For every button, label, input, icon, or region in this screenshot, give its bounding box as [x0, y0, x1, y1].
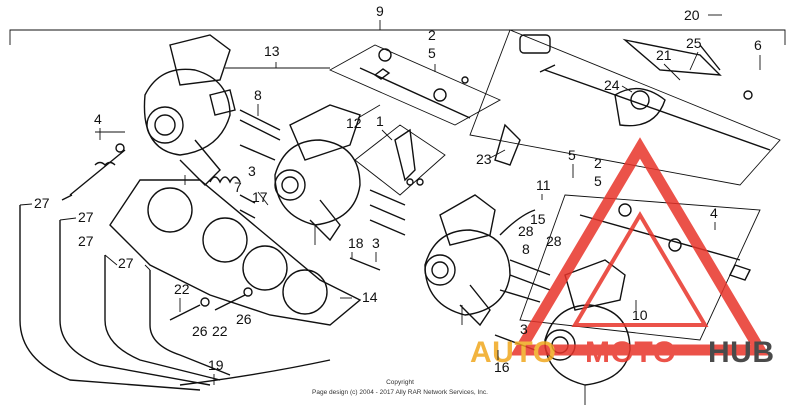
- vent-hoses: [19, 205, 331, 391]
- carburetor-1: [143, 34, 236, 186]
- callout-5: 5: [568, 147, 576, 163]
- callout-7: 7: [234, 179, 242, 195]
- callout-3: 3: [248, 163, 256, 179]
- callout-25: 25: [686, 35, 702, 51]
- callout-3: 3: [372, 235, 380, 251]
- callout-28: 28: [518, 223, 534, 239]
- watermark-text-auto: AUTO: [470, 336, 556, 369]
- callout-1: 1: [376, 113, 384, 129]
- bracket-group-center: [354, 124, 446, 196]
- link-bar-group-right: [519, 194, 761, 341]
- callout-12: 12: [346, 115, 362, 131]
- callout-6: 6: [754, 37, 762, 53]
- callout-19: 19: [208, 357, 224, 373]
- callout-5: 5: [428, 45, 436, 61]
- callout-9: 9: [376, 3, 384, 19]
- callout-11: 11: [536, 177, 551, 193]
- callout-27: 27: [78, 209, 94, 225]
- watermark-text-moto: MOTO: [585, 336, 676, 369]
- callout-18: 18: [348, 235, 364, 251]
- callout-13: 13: [264, 43, 280, 59]
- callout-27: 27: [34, 195, 50, 211]
- callout-8: 8: [254, 87, 262, 103]
- bolts-22-26: [169, 287, 253, 321]
- callout-20: 20: [684, 7, 700, 23]
- callout-28: 28: [546, 233, 562, 249]
- callout-27: 27: [78, 233, 94, 249]
- callout-26: 26: [192, 323, 208, 339]
- callout-4: 4: [94, 111, 102, 127]
- callout-labels: 9 20 2 5 13 21 25 6 24 8 12 1 4 23 5 3 7…: [19, 3, 762, 385]
- copyright-title: Copyright: [386, 379, 414, 386]
- callout-23: 23: [476, 151, 492, 167]
- callout-16: 16: [494, 359, 510, 375]
- callout-2: 2: [594, 155, 602, 171]
- callout-8: 8: [522, 241, 530, 257]
- carburetor-2: [274, 104, 361, 245]
- link-bar-group-top: [328, 44, 502, 126]
- callout-10: 10: [632, 307, 648, 323]
- callout-22: 22: [212, 323, 228, 339]
- spring-and-pins: [209, 109, 551, 351]
- callout-3: 3: [520, 321, 528, 337]
- callout-24: 24: [604, 77, 620, 93]
- callout-4: 4: [710, 205, 718, 221]
- copyright-line: Page design (c) 2004 - 2017 Ally RAR Net…: [312, 389, 488, 396]
- callout-26: 26: [236, 311, 252, 327]
- callout-5: 5: [594, 173, 602, 189]
- insulator-manifold: [109, 179, 362, 326]
- watermark-text-hub: HUB: [708, 336, 775, 369]
- screw-4: [61, 143, 126, 201]
- callout-2: 2: [428, 27, 436, 43]
- callout-14: 14: [362, 289, 378, 305]
- watermark-logo: AUTO MOTO HUB: [470, 137, 775, 369]
- callout-15: 15: [530, 211, 546, 227]
- callout-21: 21: [656, 47, 672, 63]
- callout-27: 27: [118, 255, 134, 271]
- assembly-bracket-9: [9, 29, 786, 45]
- choke-shaft-group: [469, 29, 781, 186]
- copyright-block: Copyright Page design (c) 2004 - 2017 Al…: [312, 379, 488, 396]
- callout-17: 17: [252, 189, 268, 205]
- callout-22: 22: [174, 281, 190, 297]
- carburetor-3: [424, 194, 536, 327]
